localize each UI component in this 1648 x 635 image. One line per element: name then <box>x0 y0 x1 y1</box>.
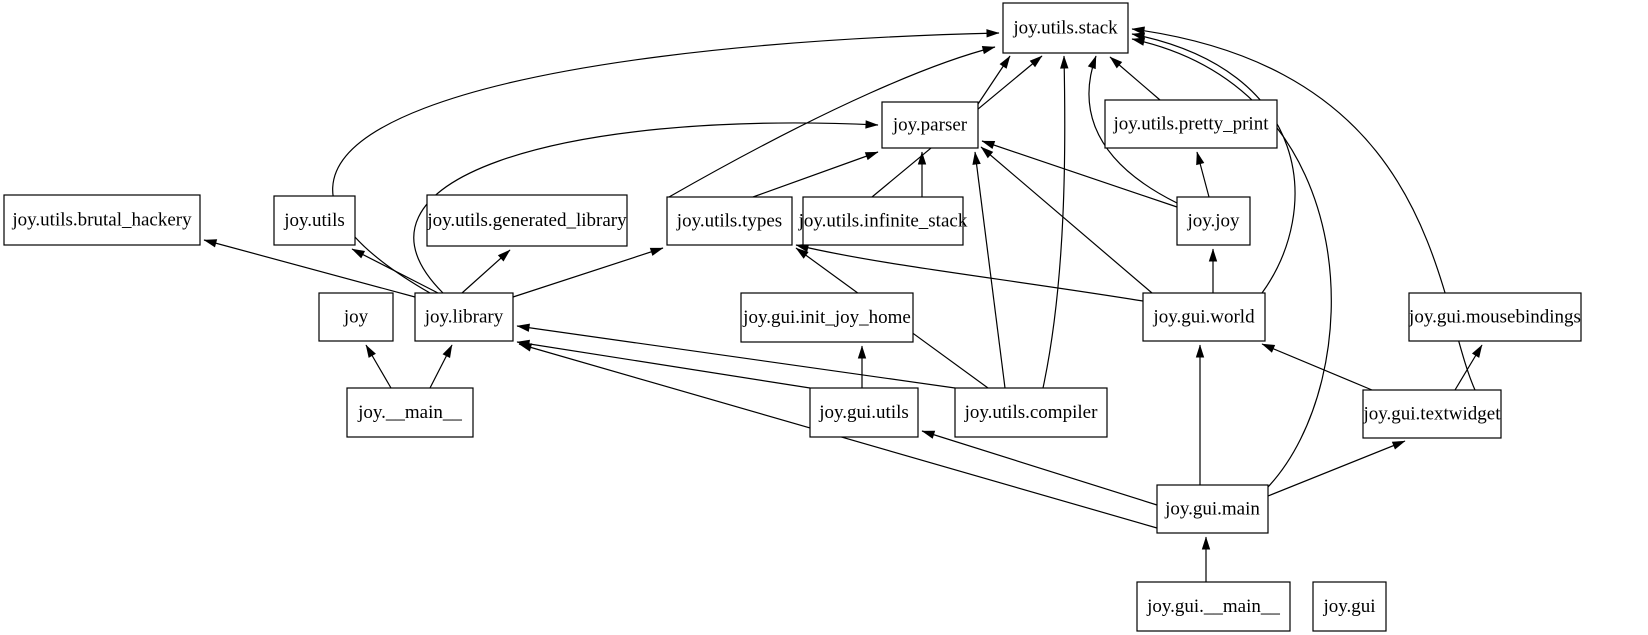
node-label-joy-parser: joy.parser <box>892 114 968 135</box>
node-label-joy-gui-world: joy.gui.world <box>1152 306 1255 327</box>
edge-joy-gui-textwidget-to-joy-gui-mousebindings <box>1454 344 1483 391</box>
node-label-joy-utils-pretty-print: joy.utils.pretty_print <box>1113 113 1270 134</box>
node-label-joy-gui-utils: joy.gui.utils <box>818 402 909 423</box>
edge-joy-library-to-joy-utils-brutal-hackery <box>203 239 416 298</box>
node-joy-library <box>414 292 514 342</box>
edge-joy-utils-compiler-to-joy-library <box>516 323 956 389</box>
node-label-joy: joy <box>343 306 369 327</box>
node-label-joy-utils-compiler: joy.utils.compiler <box>964 402 1098 423</box>
node-label-joy-gui-main-main: joy.gui.__main__ <box>1146 596 1280 617</box>
node-joy-utils-generated-library <box>426 194 628 247</box>
node-label-joy-gui-textwidget: joy.gui.textwidget <box>1362 403 1501 424</box>
node-label-joy-main: joy.__main__ <box>357 402 462 423</box>
node-joy-utils <box>273 195 356 246</box>
edge-joy-utils-pretty-print-to-joy-utils-stack <box>1109 56 1161 101</box>
node-joy-parser <box>881 101 979 149</box>
node-joy-gui-mousebindings <box>1408 292 1582 342</box>
node-label-joy-gui-init-joy-home: joy.gui.init_joy_home <box>742 307 911 328</box>
edge-joy-joy-to-joy-parser <box>981 140 1178 208</box>
node-joy-gui <box>1312 581 1387 632</box>
node-label-joy-utils-brutal-hackery: joy.utils.brutal_hackery <box>11 209 192 230</box>
node-joy-gui-init-joy-home <box>740 292 914 343</box>
node-joy-gui-main <box>1156 484 1269 534</box>
edge-joy-parser-to-joy-utils-stack <box>977 55 1011 105</box>
node-joy-utils-pretty-print <box>1104 99 1278 149</box>
edge-joy-gui-world-to-joy-parser <box>980 146 1153 294</box>
node-joy-utils-brutal-hackery <box>3 194 201 246</box>
node-label-joy-utils-stack: joy.utils.stack <box>1012 17 1118 38</box>
edge-joy-gui-textwidget-to-joy-utils-stack <box>1131 26 1476 391</box>
edge-joy-library-to-joy-utils-generated-library <box>461 249 511 294</box>
edge-joy-utils-compiler-to-joy-utils-stack <box>1042 55 1069 389</box>
node-label-joy-joy: joy.joy <box>1186 210 1240 231</box>
edge-joy-utils-types-to-joy-parser <box>752 151 879 198</box>
edge-joy-utils-compiler-to-joy-parser <box>972 151 1006 389</box>
edge-joy-gui-main-to-joy-utils-stack <box>1131 37 1332 488</box>
edge-joy-library-to-joy-utils-types <box>512 247 664 298</box>
node-joy-gui-utils <box>809 387 919 438</box>
node-label-joy-utils: joy.utils <box>283 210 345 231</box>
edge-joy-gui-main-to-joy-gui-utils <box>921 430 1158 506</box>
edge-joy-main-to-joy <box>365 344 392 389</box>
node-label-joy-utils-infinite-stack: joy.utils.infinite_stack <box>798 210 968 231</box>
edge-joy-library-to-joy-parser <box>413 120 879 294</box>
node-joy-gui-main-main <box>1136 581 1291 632</box>
edge-joy-gui-world-to-joy-utils-stack <box>1131 32 1296 294</box>
node-joy-main <box>346 387 474 438</box>
node-label-joy-gui: joy.gui <box>1322 596 1375 617</box>
edge-joy-gui-main-to-joy-gui-textwidget <box>1267 440 1406 497</box>
edge-joy-library-to-joy-utils-stack <box>332 29 1000 294</box>
node-label-joy-utils-types: joy.utils.types <box>676 210 782 231</box>
node-joy-utils-compiler <box>954 387 1108 438</box>
edge-joy-gui-utils-to-joy-library <box>516 339 811 389</box>
nodes-layer: joy.utils.stack joy.parser joy.utils.prett… <box>3 2 1582 632</box>
node-joy-gui-world <box>1142 292 1266 342</box>
node-joy <box>318 292 394 342</box>
node-label-joy-gui-main: joy.gui.main <box>1164 498 1260 519</box>
node-label-joy-utils-generated-library: joy.utils.generated_library <box>426 210 627 231</box>
node-label-joy-gui-mousebindings: joy.gui.mousebindings <box>1408 306 1581 327</box>
node-joy-gui-textwidget <box>1362 389 1502 439</box>
edge-joy-gui-world-to-joy-utils-types <box>795 243 1144 302</box>
node-joy-utils-stack <box>1002 2 1129 54</box>
edge-joy-joy-to-joy-utils-pretty-print <box>1196 151 1210 198</box>
edge-joy-utils-types-to-joy-utils-stack <box>668 45 996 198</box>
node-joy-utils-types <box>666 196 793 246</box>
edge-joy-joy-to-joy-utils-stack <box>1087 55 1178 204</box>
node-joy-joy <box>1176 196 1251 246</box>
edge-joy-main-to-joy-library <box>429 344 453 389</box>
node-label-joy-library: joy.library <box>424 306 504 327</box>
edge-joy-gui-textwidget-to-joy-gui-world <box>1261 343 1373 391</box>
node-joy-utils-infinite-stack <box>802 196 964 246</box>
